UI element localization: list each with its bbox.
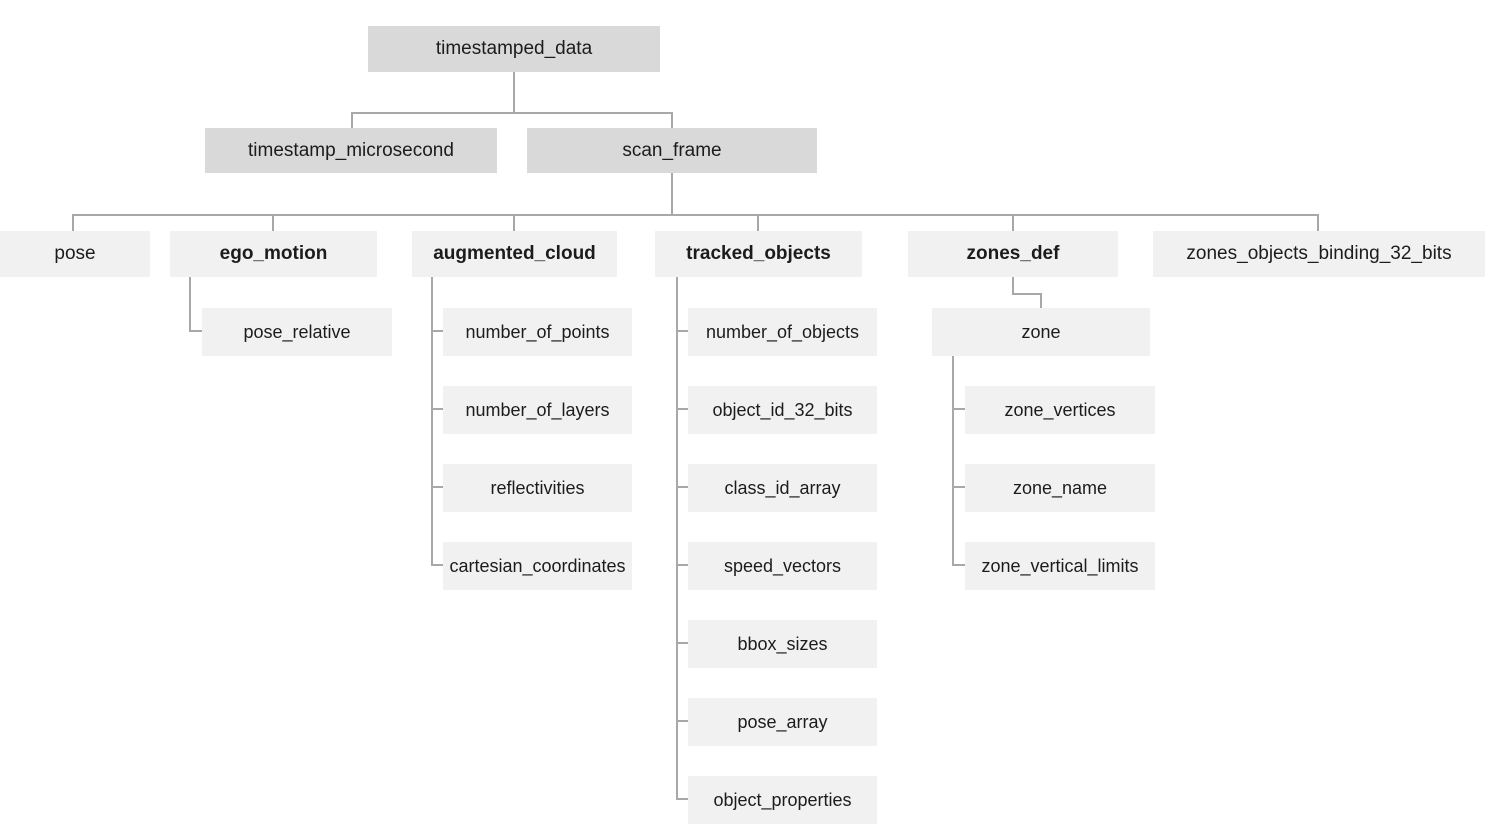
- connector: [189, 277, 191, 332]
- node-pose-relative: pose_relative: [202, 308, 392, 356]
- node-number-of-objects: number_of_objects: [688, 308, 877, 356]
- connector: [1040, 293, 1042, 308]
- node-cartesian-coordinates: cartesian_coordinates: [443, 542, 632, 590]
- node-zone-name: zone_name: [965, 464, 1155, 512]
- node-scan-frame: scan_frame: [527, 128, 817, 173]
- connector: [431, 486, 443, 488]
- connector: [952, 408, 965, 410]
- connector: [431, 330, 443, 332]
- connector: [676, 798, 688, 800]
- node-number-of-layers: number_of_layers: [443, 386, 632, 434]
- node-timestamp-microsecond: timestamp_microsecond: [205, 128, 497, 173]
- connector: [189, 330, 202, 332]
- node-number-of-points: number_of_points: [443, 308, 632, 356]
- connector: [757, 214, 759, 231]
- node-augmented-cloud: augmented_cloud: [412, 231, 617, 277]
- connector: [671, 112, 673, 129]
- connector: [676, 564, 688, 566]
- connector: [676, 642, 688, 644]
- connector: [952, 356, 954, 566]
- connector: [676, 408, 688, 410]
- connector: [676, 720, 688, 722]
- connector: [431, 564, 443, 566]
- node-pose-array: pose_array: [688, 698, 877, 746]
- node-zone-vertices: zone_vertices: [965, 386, 1155, 434]
- connector: [351, 112, 353, 129]
- node-object-properties: object_properties: [688, 776, 877, 824]
- connector: [1012, 293, 1042, 295]
- node-bbox-sizes: bbox_sizes: [688, 620, 877, 668]
- connector: [676, 330, 688, 332]
- node-zones-objects-binding-32-bits: zones_objects_binding_32_bits: [1153, 231, 1485, 277]
- connector: [1012, 277, 1014, 295]
- connector: [1012, 214, 1014, 231]
- connector: [72, 214, 1318, 216]
- connector: [513, 72, 515, 113]
- node-class-id-array: class_id_array: [688, 464, 877, 512]
- connector: [272, 214, 274, 231]
- node-reflectivities: reflectivities: [443, 464, 632, 512]
- connector: [952, 486, 965, 488]
- connector: [676, 486, 688, 488]
- connector: [1317, 214, 1319, 231]
- connector: [431, 277, 433, 566]
- node-zones-def: zones_def: [908, 231, 1118, 277]
- node-object-id-32-bits: object_id_32_bits: [688, 386, 877, 434]
- node-zone-vertical-limits: zone_vertical_limits: [965, 542, 1155, 590]
- connector: [431, 408, 443, 410]
- node-timestamped-data: timestamped_data: [368, 26, 660, 72]
- connector: [351, 112, 673, 114]
- node-ego-motion: ego_motion: [170, 231, 377, 277]
- connector: [952, 564, 965, 566]
- connector: [676, 277, 678, 800]
- node-tracked-objects: tracked_objects: [655, 231, 862, 277]
- connector: [671, 173, 673, 215]
- node-zone: zone: [932, 308, 1150, 356]
- node-speed-vectors: speed_vectors: [688, 542, 877, 590]
- node-pose: pose: [0, 231, 150, 277]
- connector: [513, 214, 515, 231]
- connector: [72, 214, 74, 231]
